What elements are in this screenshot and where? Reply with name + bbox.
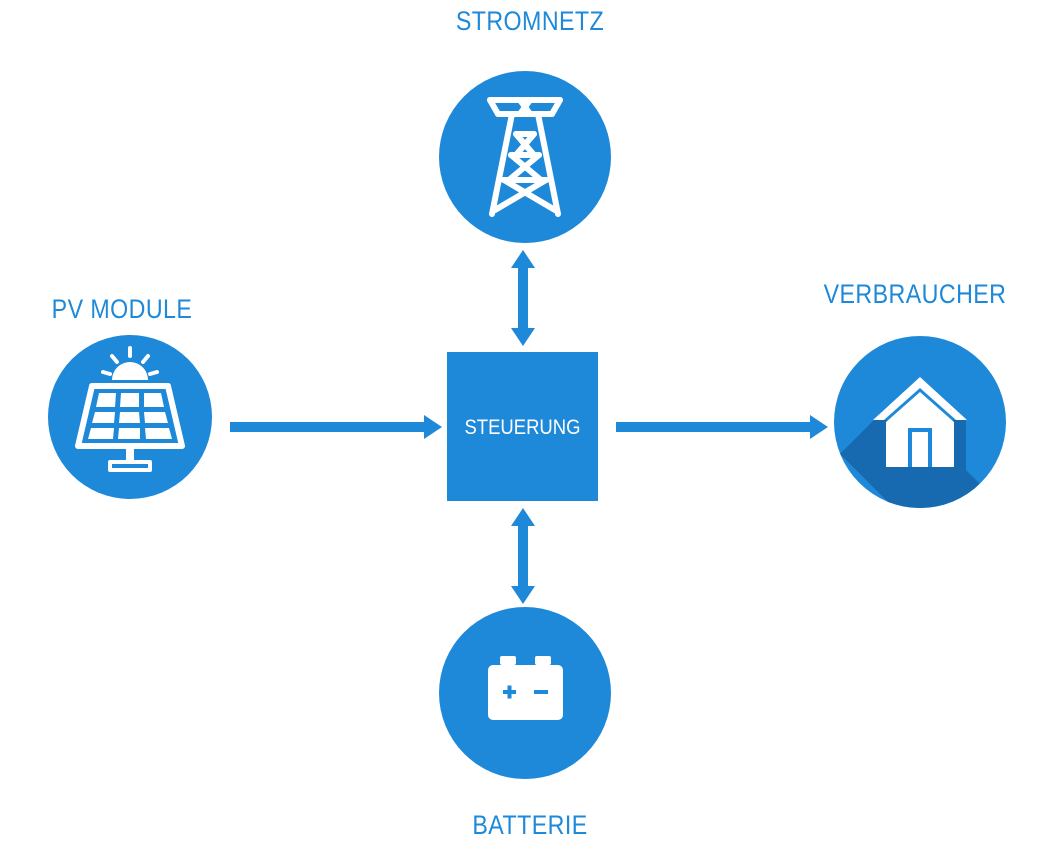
arrow-pv-to-controller xyxy=(230,415,442,439)
battery-node xyxy=(439,607,611,779)
grid-label: STROMNETZ xyxy=(455,6,605,36)
power-tower-icon xyxy=(487,97,563,217)
controller-box xyxy=(447,352,598,501)
battery-label: BATTERIE xyxy=(472,810,588,840)
controller-label: STEUERUNG xyxy=(464,416,581,439)
consumer-label: VERBRAUCHER xyxy=(823,279,1007,309)
arrow-controller-battery xyxy=(511,508,535,604)
grid-node xyxy=(439,71,611,243)
solar-panel-icon xyxy=(75,346,185,472)
arrow-controller-grid xyxy=(511,250,535,346)
house-icon xyxy=(873,377,967,467)
pv-label: PV MODULE xyxy=(51,294,193,324)
battery-icon xyxy=(488,656,563,720)
pv-node xyxy=(48,335,212,499)
consumer-node xyxy=(834,336,1006,508)
arrow-controller-to-consumer xyxy=(616,415,828,439)
